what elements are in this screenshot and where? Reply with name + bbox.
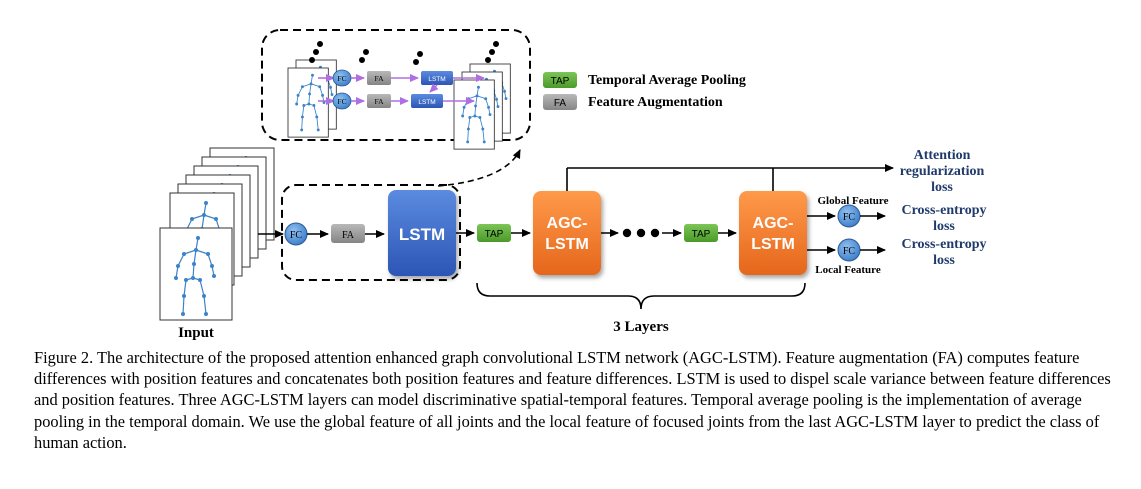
tap-node-2: TAP <box>684 224 718 242</box>
svg-text:FC: FC <box>843 246 856 257</box>
svg-text:FA: FA <box>342 230 355 241</box>
local-feature-label: Local Feature <box>815 264 881 276</box>
layers-brace <box>476 282 806 310</box>
svg-text:Feature Augmentation: Feature Augmentation <box>588 95 723 110</box>
inset-fa-1: FA <box>367 71 391 85</box>
svg-text:LSTM: LSTM <box>428 76 445 83</box>
legend-tap: TAP Temporal Average Pooling <box>543 72 746 88</box>
svg-text:loss: loss <box>933 253 955 268</box>
lstm-block: LSTM <box>388 190 456 276</box>
inset-fc-2: FC <box>332 92 352 110</box>
input-frame-stack <box>159 147 275 321</box>
svg-text:Attention: Attention <box>914 148 971 163</box>
cross-entropy-loss-local: Cross-entropy loss <box>901 237 986 268</box>
layers-label: 3 Layers <box>613 319 669 335</box>
fc-local-node: FC <box>837 238 861 262</box>
svg-text:TAP: TAP <box>551 76 570 87</box>
svg-text:loss: loss <box>931 180 953 195</box>
svg-text:Cross-entropy: Cross-entropy <box>901 237 986 252</box>
svg-text:Temporal Average Pooling: Temporal Average Pooling <box>588 73 746 88</box>
inset-fa-2: FA <box>367 94 391 108</box>
global-feature-label: Global Feature <box>818 195 889 207</box>
svg-text:FC: FC <box>337 74 346 83</box>
inset-dots-2 <box>359 41 499 65</box>
fa-node: FA <box>331 224 365 243</box>
svg-text:LSTM: LSTM <box>418 99 435 106</box>
svg-text:LSTM: LSTM <box>751 236 795 253</box>
svg-text:regularization: regularization <box>900 164 985 179</box>
ellipsis-dots <box>622 228 660 238</box>
svg-text:LSTM: LSTM <box>545 236 589 253</box>
agc-lstm-block-1: AGC- LSTM <box>533 191 601 275</box>
agc-lstm-block-2: AGC- LSTM <box>739 191 807 275</box>
svg-text:Cross-entropy: Cross-entropy <box>901 203 986 218</box>
inset-fc-1: FC <box>332 69 352 87</box>
architecture-diagram: Input FC FA LSTM TAP AGC- LSTM TAP <box>159 29 987 341</box>
svg-text:AGC-: AGC- <box>547 215 588 232</box>
inset-input-frames <box>287 59 337 138</box>
inset-output-frames <box>453 63 511 150</box>
legend-fa: FA Feature Augmentation <box>543 94 723 110</box>
svg-text:loss: loss <box>933 219 955 234</box>
svg-text:LSTM: LSTM <box>399 225 445 244</box>
svg-text:FC: FC <box>290 230 303 241</box>
svg-text:FA: FA <box>374 74 384 83</box>
svg-text:TAP: TAP <box>485 229 504 240</box>
svg-text:TAP: TAP <box>692 229 711 240</box>
fc-global-node: FC <box>837 204 861 228</box>
cross-entropy-loss-global: Cross-entropy loss <box>901 203 986 234</box>
inset-lstm-1: LSTM <box>421 71 453 85</box>
svg-text:AGC-: AGC- <box>753 215 794 232</box>
svg-text:FC: FC <box>337 97 346 106</box>
fc-node: FC <box>284 222 308 246</box>
svg-text:FC: FC <box>843 212 856 223</box>
zoom-arrow <box>437 149 521 187</box>
inset-lstm-2: LSTM <box>411 94 443 108</box>
attention-loss-label: Attention regularization loss <box>900 148 985 195</box>
inset-dots-1 <box>309 41 323 63</box>
svg-text:FA: FA <box>554 98 567 109</box>
tap-node-1: TAP <box>477 224 511 242</box>
input-label: Input <box>178 325 214 341</box>
svg-text:FA: FA <box>374 97 384 106</box>
figure-caption: Figure 2. The architecture of the propos… <box>34 348 1111 452</box>
